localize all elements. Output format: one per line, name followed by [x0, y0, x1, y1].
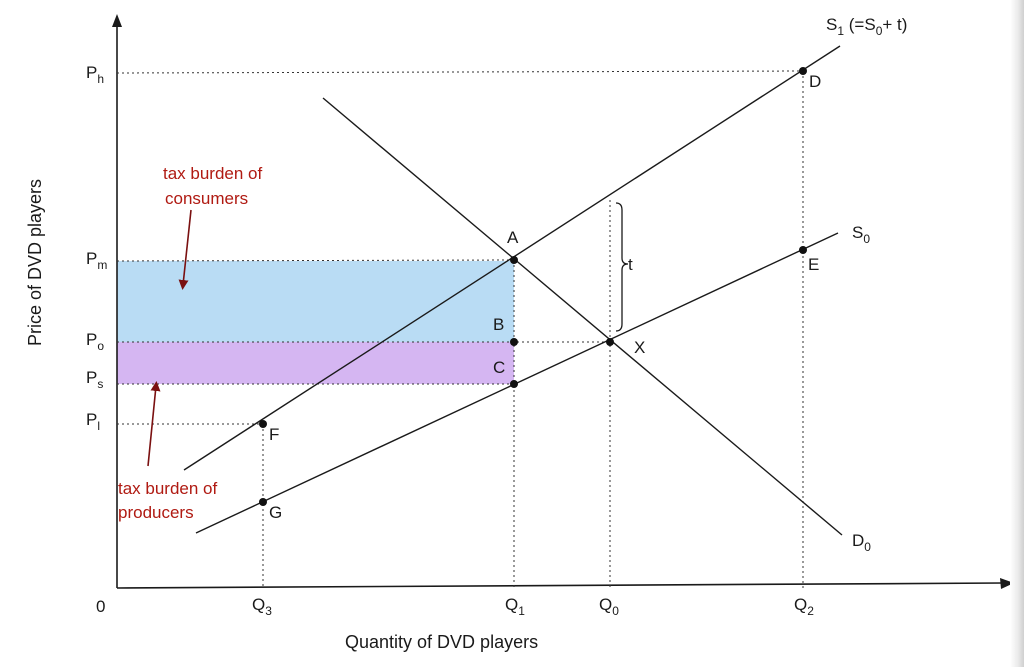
point-b-label: B	[493, 315, 504, 334]
y-axis-title: Price of DVD players	[25, 179, 45, 346]
demand-curve-d0	[322, 97, 843, 536]
point-c-label: C	[493, 358, 505, 377]
d0-label: D0	[852, 531, 871, 554]
price-pm-label: Pm	[86, 249, 107, 272]
point-e-label: E	[808, 255, 819, 274]
consumer-burden-arrow	[178, 209, 192, 290]
pm-guide	[116, 259, 515, 262]
origin-label: 0	[96, 597, 105, 616]
point-g-dot	[259, 498, 267, 506]
point-b-dot	[510, 338, 518, 346]
point-d-label: D	[809, 72, 821, 91]
quantity-q1-label: Q1	[505, 595, 525, 618]
tax-label: t	[628, 255, 633, 274]
point-a-dot	[510, 256, 518, 264]
point-f-dot	[259, 420, 267, 428]
quantity-q0-label: Q0	[599, 595, 619, 618]
ph-guide	[116, 70, 804, 74]
price-ph-label: Ph	[86, 63, 104, 86]
x-axis-title: Quantity of DVD players	[345, 632, 538, 652]
s0-label: S0	[852, 223, 870, 246]
quantity-q2-label: Q2	[794, 595, 814, 618]
point-a-label: A	[507, 228, 519, 247]
point-x-dot	[606, 338, 614, 346]
point-f-label: F	[269, 425, 279, 444]
point-x-label: X	[634, 338, 645, 357]
page-edge-shadow	[1010, 0, 1024, 667]
producer-burden-area	[117, 342, 514, 384]
point-d-dot	[799, 67, 807, 75]
producer-burden-arrow	[147, 381, 161, 467]
quantity-q3-label: Q3	[252, 595, 272, 618]
price-pl-label: Pl	[86, 410, 100, 433]
point-e-dot	[799, 246, 807, 254]
point-c-dot	[510, 380, 518, 388]
price-ps-label: Ps	[86, 368, 103, 391]
tax-bracket	[615, 202, 629, 332]
x-axis	[116, 582, 1004, 589]
point-g-label: G	[269, 503, 282, 522]
y-axis-arrowhead	[112, 14, 122, 27]
x-axis-arrowhead	[1000, 578, 1014, 589]
s1-label: S1 (=S0+ t)	[826, 15, 907, 38]
price-po-label: Po	[86, 330, 104, 353]
consumer-burden-area	[117, 261, 514, 342]
